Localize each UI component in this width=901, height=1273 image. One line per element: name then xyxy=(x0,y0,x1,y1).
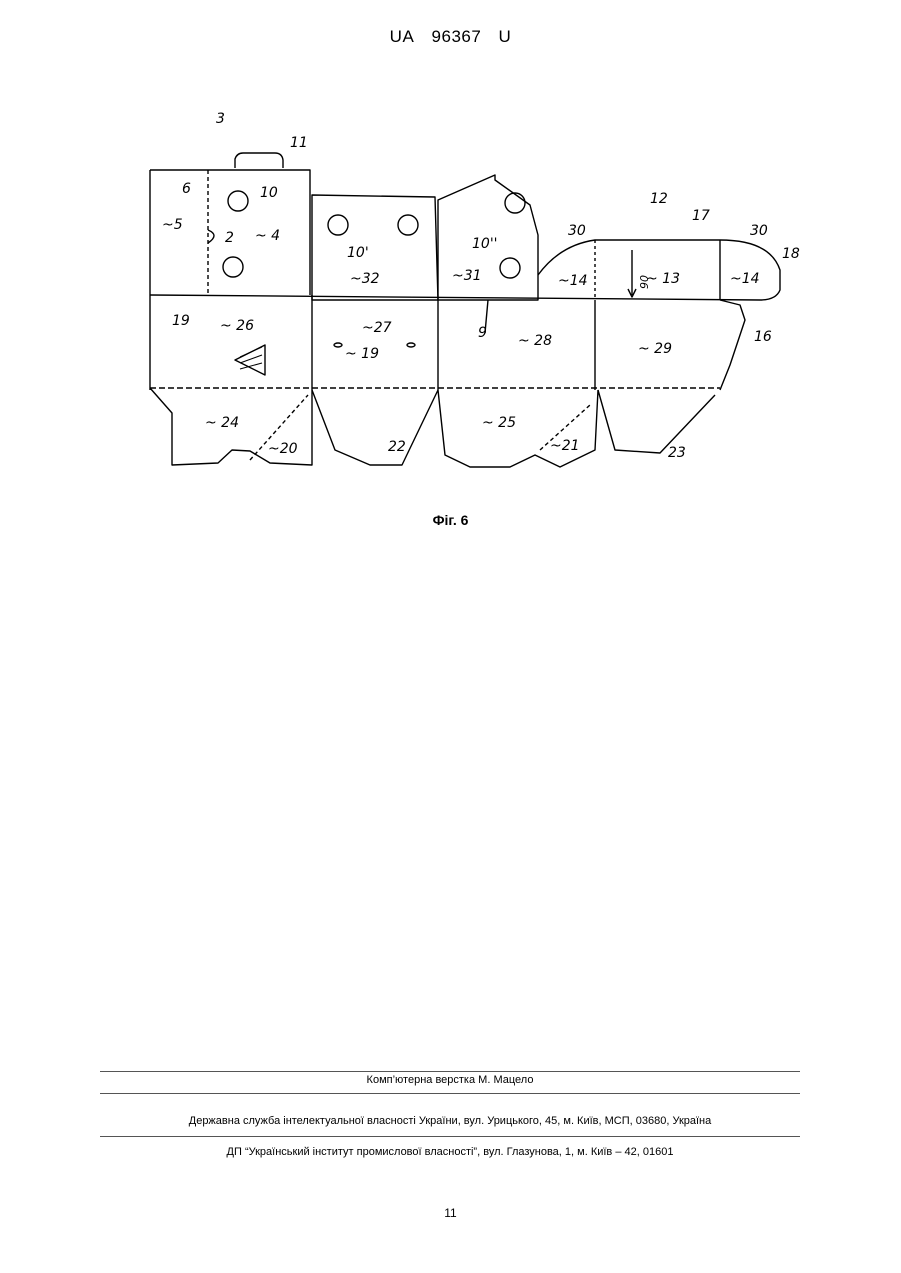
label-06: 06 xyxy=(637,275,650,289)
footer-divider-middle xyxy=(100,1093,800,1094)
label-5: ~5 xyxy=(162,217,183,233)
label-19-mid: ~ 19 xyxy=(345,346,379,362)
box-blank-diagram: 3 11 6 10 ~5 ~ 4 2 10' 10'' ~32 ~31 30 3… xyxy=(140,105,800,485)
label-31: ~31 xyxy=(452,268,482,284)
label-25: ~ 25 xyxy=(482,415,516,431)
label-14-right: ~14 xyxy=(730,271,760,287)
page-number: 11 xyxy=(0,1206,901,1220)
label-32: ~32 xyxy=(350,271,380,287)
label-23: 23 xyxy=(668,445,686,461)
header-prefix: UA xyxy=(390,27,415,46)
label-27: ~27 xyxy=(362,320,392,336)
patent-number: 96367 xyxy=(432,27,482,46)
label-30-right: 30 xyxy=(750,223,768,239)
label-26: ~ 26 xyxy=(220,318,254,334)
label-3: 3 xyxy=(216,111,225,127)
label-14-left: ~14 xyxy=(558,273,588,289)
label-4: ~ 4 xyxy=(255,228,280,244)
label-20: ~20 xyxy=(268,441,298,457)
footer-institute-address: ДП “Український інститут промислової вла… xyxy=(100,1146,800,1158)
label-24: ~ 24 xyxy=(205,415,239,431)
label-10-double-prime: 10'' xyxy=(472,236,498,252)
label-21: ~21 xyxy=(550,438,580,454)
footer-divider-bottom xyxy=(100,1136,800,1137)
label-13: ~ 13 xyxy=(646,271,680,287)
footer-divider-top xyxy=(100,1071,800,1072)
label-10: 10 xyxy=(260,185,278,201)
label-19-left: 19 xyxy=(172,313,190,329)
label-22: 22 xyxy=(388,439,406,455)
label-30-left: 30 xyxy=(568,223,586,239)
label-28: ~ 28 xyxy=(518,333,552,349)
label-16: 16 xyxy=(754,329,772,345)
label-6: 6 xyxy=(182,181,191,197)
label-10-prime: 10' xyxy=(347,245,369,261)
patent-drawing: 3 11 6 10 ~5 ~ 4 2 10' 10'' ~32 ~31 30 3… xyxy=(140,105,800,485)
label-29: ~ 29 xyxy=(638,341,672,357)
header-suffix: U xyxy=(499,27,512,46)
label-11: 11 xyxy=(290,135,308,151)
footer-typesetter: Комп’ютерна верстка М. Мацело xyxy=(100,1074,800,1086)
label-17: 17 xyxy=(692,208,710,224)
label-18: 18 xyxy=(782,246,800,262)
label-12: 12 xyxy=(650,191,668,207)
label-9: 9 xyxy=(478,325,487,341)
figure-caption: Фіг. 6 xyxy=(0,512,901,528)
label-2: 2 xyxy=(225,230,234,246)
footer-agency-address: Державна служба інтелектуальної власност… xyxy=(100,1115,800,1127)
document-header: UA 96367 U xyxy=(0,27,901,47)
